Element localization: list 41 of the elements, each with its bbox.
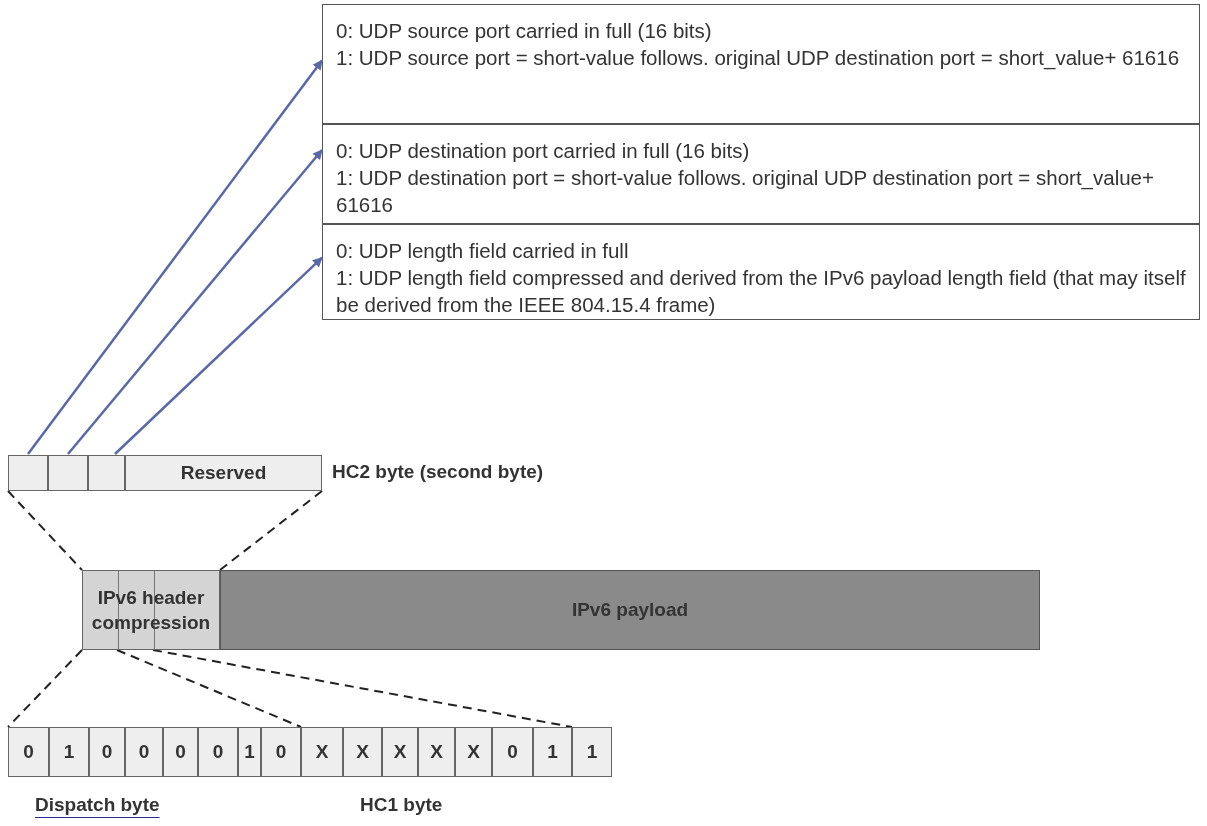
- description-box: [322, 224, 1200, 320]
- bit-cell: X: [343, 727, 382, 777]
- bit-cell: 0: [125, 727, 163, 777]
- bit-cell: 1: [572, 727, 612, 777]
- bit-cell: 0: [163, 727, 198, 777]
- bit-cell: 0: [8, 727, 49, 777]
- description-box: [322, 124, 1200, 224]
- bit-cell: 1: [49, 727, 89, 777]
- description-box: [322, 4, 1200, 124]
- bit-cell: 1: [533, 727, 572, 777]
- bit-field-cell: Reserved: [125, 455, 322, 491]
- description-text: 1: UDP source port = short-value follows. original UDP destination port = short_value+ 61616: [336, 45, 1181, 71]
- bit-cell: 1: [238, 727, 261, 777]
- bit-cell: 0: [198, 727, 238, 777]
- byte-caption: HC1 byte: [360, 794, 443, 816]
- bit-cell: X: [455, 727, 492, 777]
- expansion-line: [152, 649, 573, 728]
- bit-cell: 0: [89, 727, 125, 777]
- bit-cell: 0: [492, 727, 533, 777]
- payload-field: IPv6 payload: [220, 570, 1040, 650]
- bit-cell: X: [382, 727, 418, 777]
- arrow: [114, 256, 323, 455]
- bit-field-cell: [88, 455, 125, 491]
- description-text: 0: UDP source port carried in full (16 bits): [336, 18, 713, 44]
- bit-cell: X: [301, 727, 343, 777]
- byte-caption: Dispatch byte: [35, 794, 160, 816]
- field-caption: HC2 byte (second byte): [332, 461, 544, 483]
- arrow: [67, 149, 323, 455]
- bit-field-cell: [8, 455, 48, 491]
- bit-field-cell: [48, 455, 88, 491]
- expansion-line: [7, 649, 83, 728]
- expansion-line: [7, 490, 83, 571]
- bit-cell: X: [418, 727, 455, 777]
- description-text: 1: UDP length field compressed and derived from the IPv6 payload length field (that may itself be derived from the IEEE 804.15.4 frame): [336, 265, 1186, 318]
- description-text: 0: UDP destination port carried in full (16 bits): [336, 138, 751, 164]
- expansion-line: [116, 649, 302, 728]
- description-text: 0: UDP length field carried in full: [336, 238, 630, 264]
- expansion-line: [219, 490, 323, 571]
- arrow: [27, 59, 323, 455]
- description-text: 1: UDP destination port = short-value follows. original UDP destination port = short_value+ 61616: [336, 165, 1155, 218]
- bit-cell: 0: [261, 727, 301, 777]
